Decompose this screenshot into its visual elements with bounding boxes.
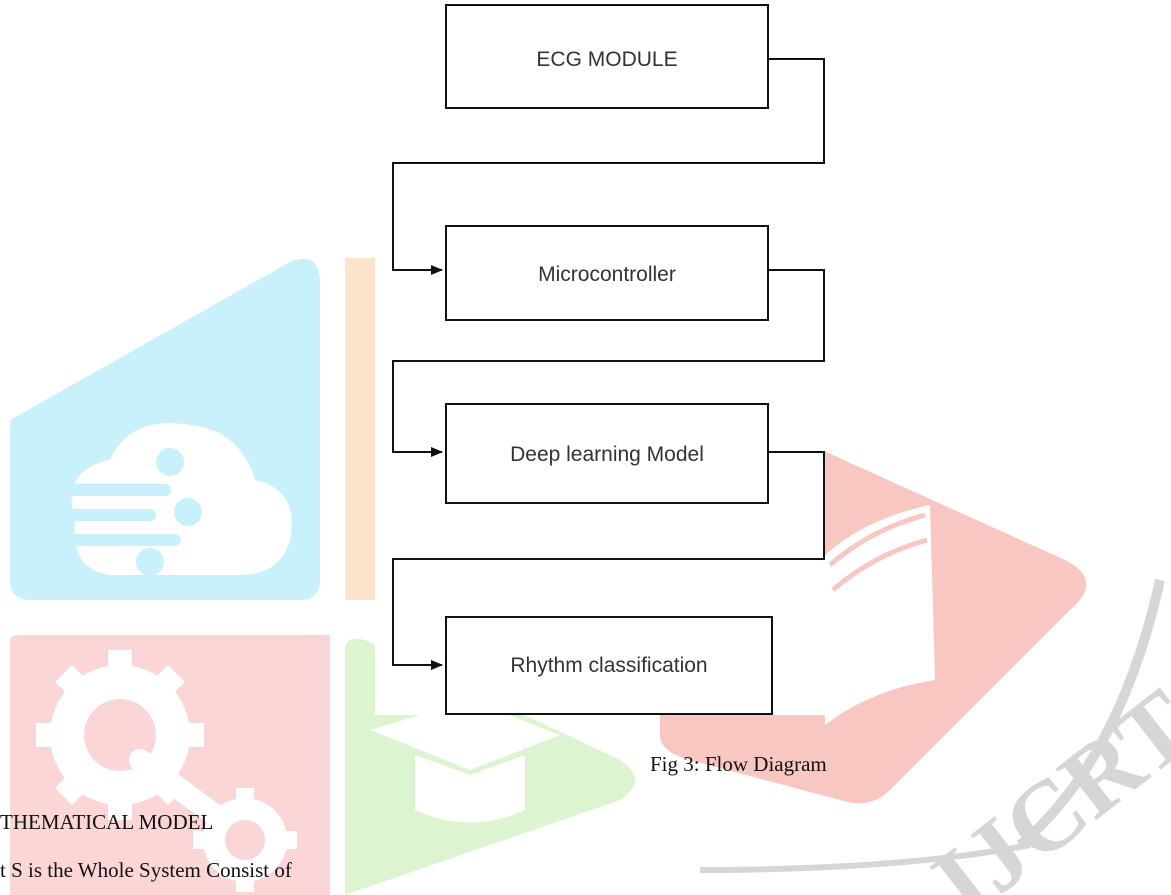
ijcrt-logo [699, 578, 1165, 873]
node-label: ECG MODULE [536, 48, 677, 71]
edge-ecg-to-microcontroller [392, 58, 825, 275]
edge-deep-learning-to-rhythm [392, 451, 825, 670]
node-label: Deep learning Model [510, 443, 704, 466]
edge-microcontroller-to-deep-learning [392, 269, 825, 457]
node-rhythm-classification: Rhythm classification [445, 616, 773, 715]
circuit-cloud-icon [10, 258, 320, 600]
node-ecg-module: ECG MODULE [445, 4, 769, 109]
figure-caption: Fig 3: Flow Diagram [650, 752, 827, 776]
node-microcontroller: Microcontroller [445, 225, 769, 321]
peach-bar [345, 258, 375, 600]
node-label: Microcontroller [538, 263, 676, 286]
gear-icon [10, 635, 330, 895]
body-paragraph: t S is the Whole System Consist of [0, 858, 292, 882]
node-deep-learning-model: Deep learning Model [445, 403, 769, 504]
section-heading: THEMATICAL MODEL [0, 810, 214, 834]
node-label: Rhythm classification [510, 654, 707, 677]
